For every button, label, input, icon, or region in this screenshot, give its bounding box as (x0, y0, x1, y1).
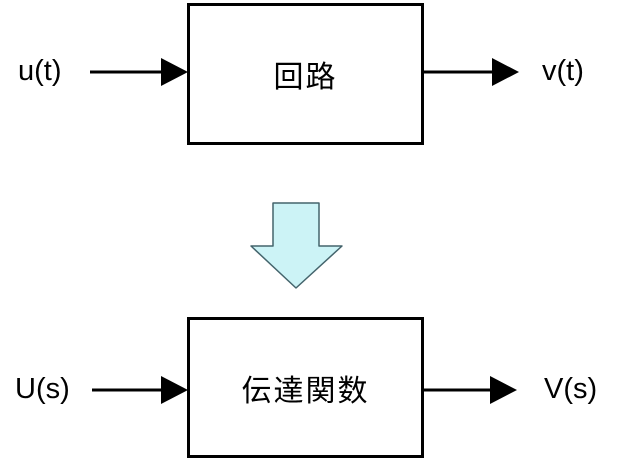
output-arrow-time-icon (424, 58, 519, 86)
output-signal-s-label: V(s) (544, 373, 598, 405)
input-arrow-s-icon (92, 376, 188, 404)
transfer-function-block-label: 伝達関数 (241, 374, 370, 408)
circuit-block-label: 回路 (273, 61, 338, 94)
input-signal-time-label: u(t) (18, 55, 62, 87)
input-signal-s-label: U(s) (15, 373, 70, 405)
output-arrow-s-icon (424, 376, 517, 404)
transform-down-arrow-icon (250, 202, 343, 289)
transfer-function-block: 伝達関数 (187, 317, 424, 458)
output-signal-time-label: v(t) (542, 55, 584, 87)
input-arrow-time-icon (90, 58, 188, 86)
circuit-block: 回路 (187, 3, 424, 145)
